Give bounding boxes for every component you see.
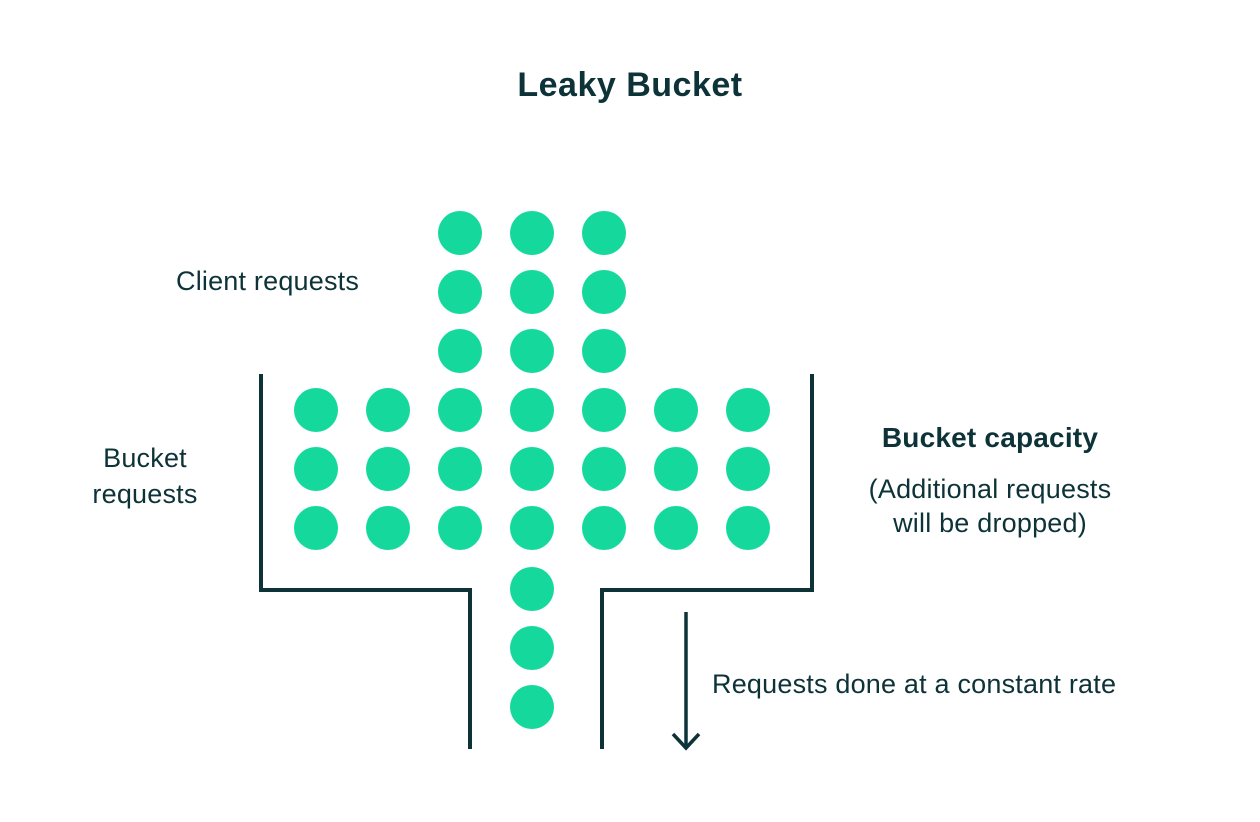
client-request-dot bbox=[510, 270, 554, 314]
bucket-request-dot bbox=[654, 447, 698, 491]
bucket-request-dot bbox=[726, 506, 770, 550]
bucket-request-dot bbox=[582, 506, 626, 550]
bucket-outline-right bbox=[600, 374, 814, 749]
capacity-note: (Additional requests will be dropped) bbox=[830, 472, 1150, 540]
bucket-request-dot bbox=[510, 506, 554, 550]
capacity-note-line1: (Additional requests bbox=[868, 474, 1112, 504]
bucket-request-dot bbox=[582, 388, 626, 432]
bucket-request-dot bbox=[510, 447, 554, 491]
bucket-request-dot bbox=[510, 388, 554, 432]
client-request-dot bbox=[438, 270, 482, 314]
bucket-capacity-label: Bucket capacity bbox=[881, 422, 1099, 453]
client-request-dot bbox=[438, 211, 482, 255]
bucket-request-dot bbox=[438, 388, 482, 432]
client-request-dot bbox=[438, 329, 482, 373]
leak-dot bbox=[510, 685, 554, 729]
flow-rate-label: Requests done at a constant rate bbox=[712, 669, 1117, 699]
bucket-request-dot bbox=[438, 447, 482, 491]
bucket-request-dot bbox=[726, 447, 770, 491]
bucket-requests-label-line2: requests bbox=[92, 479, 198, 509]
bucket-request-dot bbox=[654, 388, 698, 432]
client-request-dot bbox=[582, 270, 626, 314]
bucket-request-dot bbox=[654, 506, 698, 550]
capacity-note-line2: will be dropped) bbox=[893, 508, 1087, 538]
client-requests-label: Client requests bbox=[176, 266, 360, 296]
bucket-capacity-block: Bucket capacity (Additional requests wil… bbox=[830, 420, 1150, 540]
bucket-request-dot bbox=[366, 388, 410, 432]
bucket-request-dot bbox=[726, 388, 770, 432]
leak-dot bbox=[510, 567, 554, 611]
diagram-title: Leaky Bucket bbox=[517, 66, 743, 104]
bucket-requests-label-line1: Bucket bbox=[103, 443, 187, 473]
bucket-outline-left bbox=[259, 374, 472, 749]
bucket-request-dot bbox=[294, 388, 338, 432]
client-request-dot bbox=[582, 329, 626, 373]
client-request-dot bbox=[582, 211, 626, 255]
bucket-request-dot bbox=[438, 506, 482, 550]
client-request-dot bbox=[510, 211, 554, 255]
bucket-requests-label: Bucket requests bbox=[58, 440, 232, 512]
leak-dot bbox=[510, 626, 554, 670]
bucket-request-dot bbox=[294, 447, 338, 491]
bucket-request-dot bbox=[294, 506, 338, 550]
bucket-request-dot bbox=[582, 447, 626, 491]
bucket-request-dot bbox=[366, 506, 410, 550]
flow-arrow-head bbox=[671, 732, 701, 751]
bucket-request-dot bbox=[366, 447, 410, 491]
client-request-dot bbox=[510, 329, 554, 373]
